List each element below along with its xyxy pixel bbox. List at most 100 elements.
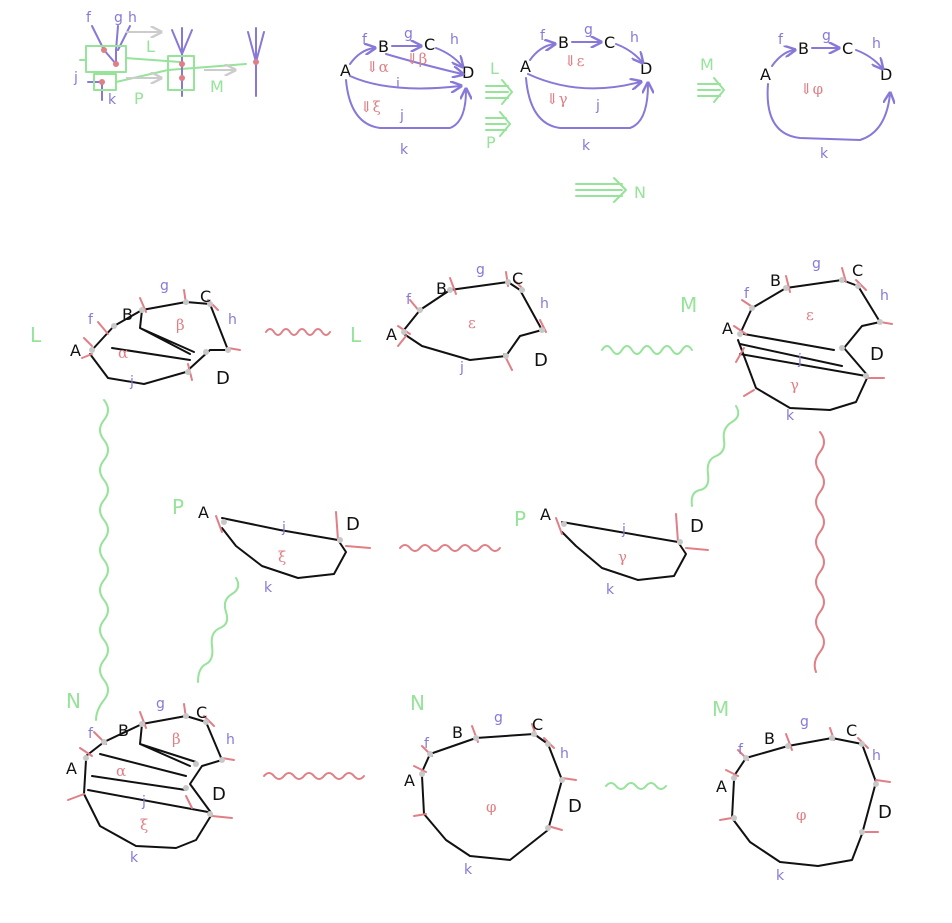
legend-label-j: j bbox=[73, 70, 78, 86]
svg-text:D: D bbox=[690, 516, 704, 537]
pd1-A: A bbox=[340, 61, 351, 80]
legend-label-k: k bbox=[108, 92, 117, 108]
pd3-phi: ⇓φ bbox=[800, 80, 823, 98]
svg-text:k: k bbox=[606, 582, 615, 598]
legend-P: P bbox=[134, 89, 144, 108]
svg-text:C: C bbox=[196, 703, 207, 722]
rewrite-arrow-M: M bbox=[697, 55, 725, 103]
svg-text:f: f bbox=[88, 312, 94, 328]
svg-text:f: f bbox=[744, 286, 750, 302]
svg-text:C: C bbox=[846, 721, 857, 740]
svg-text:j: j bbox=[459, 360, 464, 376]
pd1-C: C bbox=[424, 35, 435, 54]
node-P-xi: P A D j k ξ bbox=[172, 495, 371, 596]
svg-text:γ: γ bbox=[618, 548, 627, 566]
svg-text:h: h bbox=[228, 312, 237, 328]
svg-text:L: L bbox=[30, 323, 42, 347]
svg-text:g: g bbox=[160, 278, 169, 294]
svg-text:D: D bbox=[212, 784, 226, 805]
svg-text:D: D bbox=[534, 350, 548, 371]
svg-text:A: A bbox=[722, 319, 733, 338]
svg-text:C: C bbox=[200, 287, 211, 306]
node-M-epsilon-gamma: M A B C D f g h j k ε γ bbox=[680, 256, 893, 424]
pasting-diagram-3: A B C D f g h k ⇓φ bbox=[760, 28, 892, 162]
edge-L1-M bbox=[601, 345, 693, 355]
svg-text:P: P bbox=[172, 495, 184, 519]
node-P-gamma: P A D j k γ bbox=[514, 505, 709, 598]
legend-L: L bbox=[146, 37, 155, 56]
svg-text:f: f bbox=[406, 292, 412, 308]
svg-text:L: L bbox=[490, 59, 499, 78]
legend-M: M bbox=[210, 77, 224, 96]
node-N-phi: N A B C D f g h k φ bbox=[404, 691, 582, 878]
svg-text:α: α bbox=[118, 344, 128, 362]
svg-text:g: g bbox=[476, 262, 485, 278]
svg-text:A: A bbox=[520, 57, 531, 76]
svg-text:C: C bbox=[604, 33, 615, 52]
node-L-epsilon: L A B C D f g h j ε bbox=[350, 262, 549, 376]
svg-text:β: β bbox=[172, 730, 181, 748]
svg-text:N: N bbox=[634, 183, 646, 202]
svg-text:h: h bbox=[872, 36, 881, 52]
svg-text:k: k bbox=[130, 850, 139, 866]
svg-text:h: h bbox=[450, 32, 459, 48]
pasting-diagram-1: A B C D f g h i j k ⇓α ⇓β ⇓ξ bbox=[340, 26, 474, 158]
svg-text:j: j bbox=[621, 522, 626, 538]
svg-text:k: k bbox=[464, 862, 473, 878]
svg-text:j: j bbox=[129, 374, 134, 390]
svg-text:β: β bbox=[176, 316, 185, 334]
svg-text:h: h bbox=[540, 296, 549, 312]
svg-text:i: i bbox=[396, 76, 400, 92]
edge-M-P2 bbox=[690, 405, 740, 507]
svg-text:g: g bbox=[812, 256, 821, 272]
svg-text:M: M bbox=[712, 697, 729, 721]
svg-text:f: f bbox=[540, 28, 546, 44]
svg-text:f: f bbox=[362, 32, 368, 48]
svg-text:C: C bbox=[532, 715, 543, 734]
svg-text:B: B bbox=[452, 723, 463, 742]
svg-text:φ: φ bbox=[796, 806, 807, 824]
legend-label-f: f bbox=[86, 10, 92, 26]
pd2-epsilon: ⇓ε bbox=[564, 52, 585, 70]
svg-text:D: D bbox=[870, 344, 884, 365]
pd1-beta: ⇓β bbox=[406, 50, 427, 68]
svg-text:g: g bbox=[800, 714, 809, 730]
svg-text:ε: ε bbox=[468, 314, 476, 332]
svg-text:f: f bbox=[778, 32, 784, 48]
edge-L-L1 bbox=[265, 328, 331, 336]
pd1-B: B bbox=[378, 37, 389, 56]
svg-text:γ: γ bbox=[790, 376, 799, 394]
svg-text:B: B bbox=[798, 39, 809, 58]
svg-text:φ: φ bbox=[486, 798, 497, 816]
svg-text:h: h bbox=[872, 748, 881, 764]
rewrite-arrow-N: N bbox=[575, 177, 646, 203]
svg-text:k: k bbox=[820, 146, 829, 162]
svg-text:C: C bbox=[842, 39, 853, 58]
svg-text:k: k bbox=[400, 142, 409, 158]
svg-text:A: A bbox=[66, 759, 77, 778]
svg-text:α: α bbox=[116, 762, 126, 780]
svg-text:N: N bbox=[66, 689, 81, 713]
svg-text:B: B bbox=[436, 279, 447, 298]
svg-text:B: B bbox=[118, 721, 129, 740]
svg-text:h: h bbox=[560, 746, 569, 762]
svg-text:g: g bbox=[404, 26, 413, 42]
svg-text:ξ: ξ bbox=[278, 548, 286, 566]
pd1-alpha: ⇓α bbox=[366, 58, 389, 76]
svg-text:j: j bbox=[595, 98, 600, 114]
svg-text:k: k bbox=[582, 138, 591, 154]
svg-text:g: g bbox=[494, 710, 503, 726]
svg-text:f: f bbox=[424, 736, 430, 752]
svg-text:f: f bbox=[88, 726, 94, 742]
svg-text:D: D bbox=[878, 802, 892, 823]
svg-text:h: h bbox=[630, 30, 639, 46]
pd1-xi: ⇓ξ bbox=[360, 98, 381, 116]
svg-text:ε: ε bbox=[806, 306, 814, 324]
svg-text:C: C bbox=[852, 261, 863, 280]
legend-label-h: h bbox=[128, 10, 137, 26]
rewrite-legend: f g h j k L P M bbox=[73, 10, 265, 108]
edge-M-M2 bbox=[813, 431, 825, 673]
svg-text:g: g bbox=[584, 22, 593, 38]
svg-text:D: D bbox=[568, 796, 582, 817]
